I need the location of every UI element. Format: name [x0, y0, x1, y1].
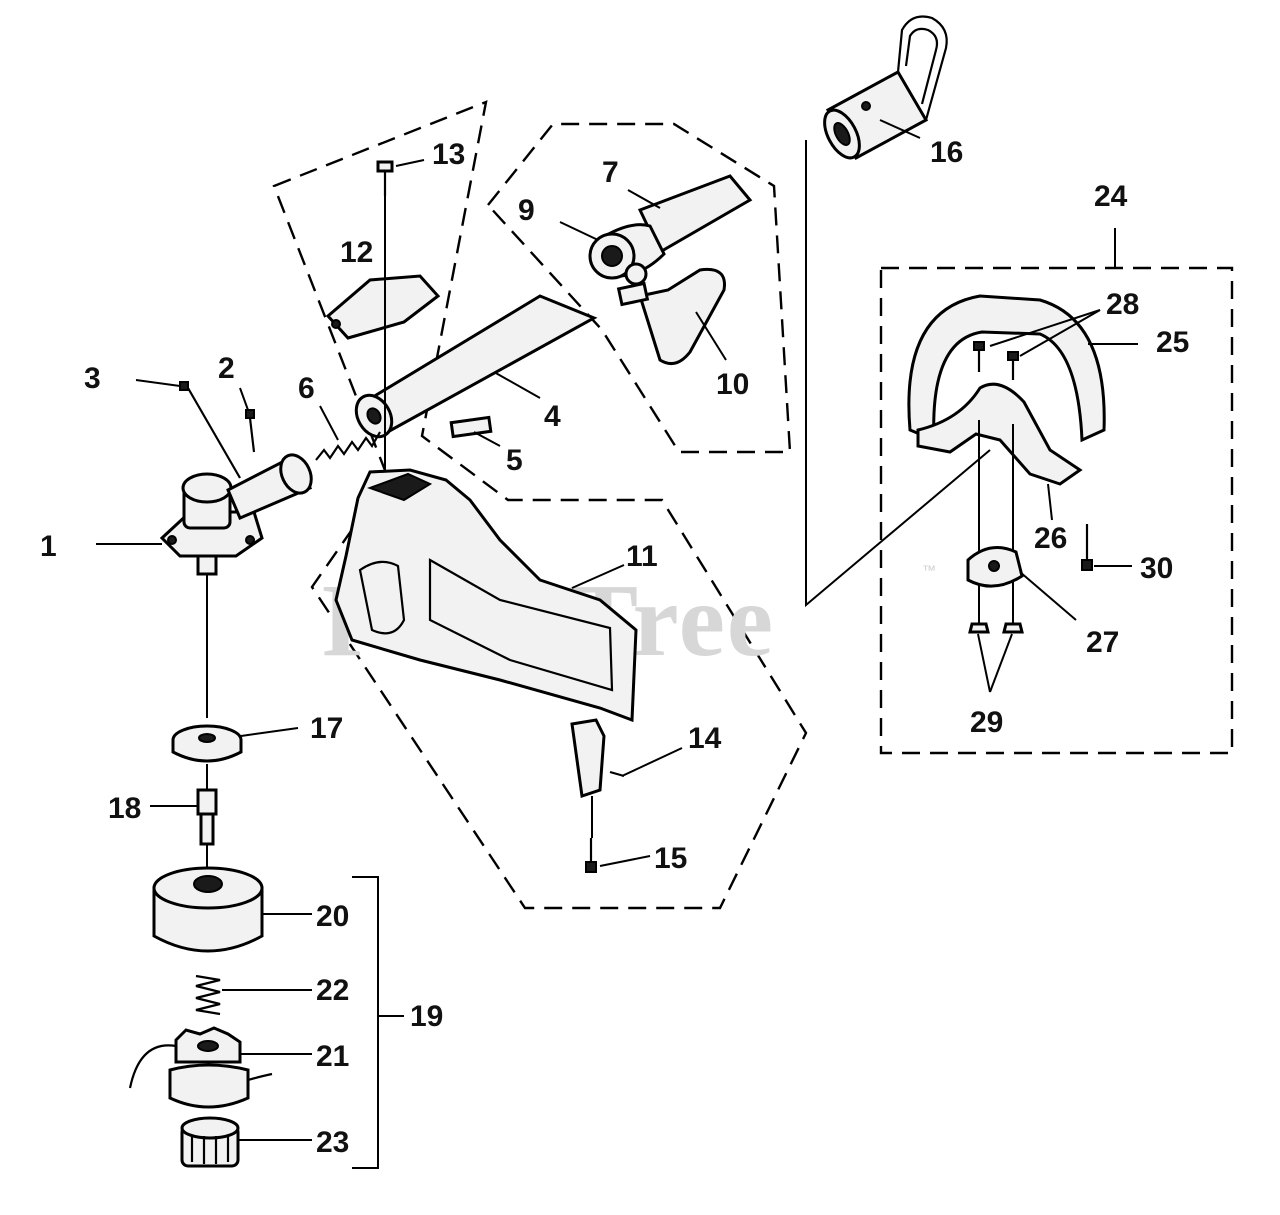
callout-5: 5 — [506, 444, 523, 477]
leader-3 — [135, 379, 181, 387]
leader-2 — [239, 387, 249, 411]
part-23-bump-knob — [180, 1116, 240, 1168]
leader-17 — [240, 727, 299, 737]
part-1-gear-head — [159, 453, 313, 576]
part-4-lower-shaft — [354, 294, 598, 439]
part-18-adapter — [196, 788, 218, 846]
part-29-nuts — [968, 622, 1024, 634]
leader-16 — [879, 119, 921, 139]
callout-27: 27 — [1086, 626, 1119, 659]
callout-6: 6 — [298, 372, 315, 405]
callout-14: 14 — [688, 722, 722, 755]
part-21-spool — [128, 1026, 273, 1109]
leader-15 — [599, 855, 651, 867]
part-10-wing-knob — [616, 267, 726, 366]
leader-5 — [473, 431, 501, 447]
callout-12: 12 — [340, 236, 373, 269]
leader-9 — [559, 221, 599, 241]
part-2-screw — [245, 409, 256, 453]
callout-10: 10 — [716, 368, 749, 401]
callout-13: 13 — [432, 138, 465, 171]
callout-2: 2 — [218, 352, 235, 385]
part-17-washer — [171, 724, 243, 763]
leader-6 — [319, 405, 339, 441]
group-outline-shield — [272, 100, 808, 910]
callout-25: 25 — [1156, 326, 1189, 359]
watermark-tm: ™ — [922, 562, 936, 578]
guide-handle-to-shaft — [805, 140, 991, 608]
part-25-handle-upper — [907, 294, 1106, 443]
leader-28b — [1019, 309, 1101, 357]
callout-28: 28 — [1106, 288, 1139, 321]
callout-16: 16 — [930, 136, 963, 169]
leader-7 — [627, 189, 661, 209]
callout-29: 29 — [970, 706, 1003, 739]
callout-19: 19 — [410, 1000, 443, 1033]
part-3-screw — [179, 381, 241, 479]
leader-28a — [989, 309, 1101, 347]
callout-11: 11 — [626, 540, 658, 573]
callout-7: 7 — [602, 156, 619, 189]
leader-29a — [977, 633, 991, 693]
group-outline-assist-handle — [879, 266, 1234, 755]
part-5-label — [449, 415, 493, 439]
part-15-screw — [585, 838, 597, 873]
part-14-blade-bracket — [570, 718, 625, 798]
leader-11 — [571, 564, 625, 589]
leader-14 — [621, 747, 683, 777]
leader-29b — [989, 633, 1013, 693]
leader-26 — [1047, 483, 1053, 521]
leader-13 — [395, 159, 425, 167]
part-13-screw — [376, 160, 394, 196]
part-28-screws — [973, 341, 1019, 380]
leader-10 — [695, 311, 727, 361]
callout-26: 26 — [1034, 522, 1067, 555]
part-22-spring — [195, 974, 221, 1016]
part-20-housing — [152, 866, 264, 953]
part-6-spring — [315, 431, 381, 461]
leader-27 — [1019, 571, 1077, 621]
callout-4: 4 — [544, 400, 561, 433]
part-12-shield-clamp — [325, 274, 441, 340]
callout-3: 3 — [84, 362, 101, 395]
callout-20: 20 — [316, 900, 349, 933]
callout-1: 1 — [40, 530, 57, 563]
callout-24: 24 — [1094, 180, 1128, 213]
callout-18: 18 — [108, 792, 141, 825]
part-11-shield — [334, 468, 638, 723]
part-26-handle-lower — [916, 382, 1083, 486]
part-27-handle-clamp — [966, 546, 1024, 588]
part-9-clamp — [588, 232, 648, 286]
callout-22: 22 — [316, 974, 349, 1007]
callout-30: 30 — [1140, 552, 1173, 585]
callout-21: 21 — [316, 1040, 349, 1073]
bracket-19 — [352, 876, 379, 1169]
part-30-screw — [1081, 524, 1093, 571]
callout-17: 17 — [310, 712, 343, 745]
part-16-hanger — [823, 15, 948, 161]
callout-23: 23 — [316, 1126, 349, 1159]
group-outline-handle-clamp — [486, 122, 792, 454]
leader-4 — [493, 371, 541, 399]
callout-15: 15 — [654, 842, 687, 875]
callout-9: 9 — [518, 194, 535, 227]
